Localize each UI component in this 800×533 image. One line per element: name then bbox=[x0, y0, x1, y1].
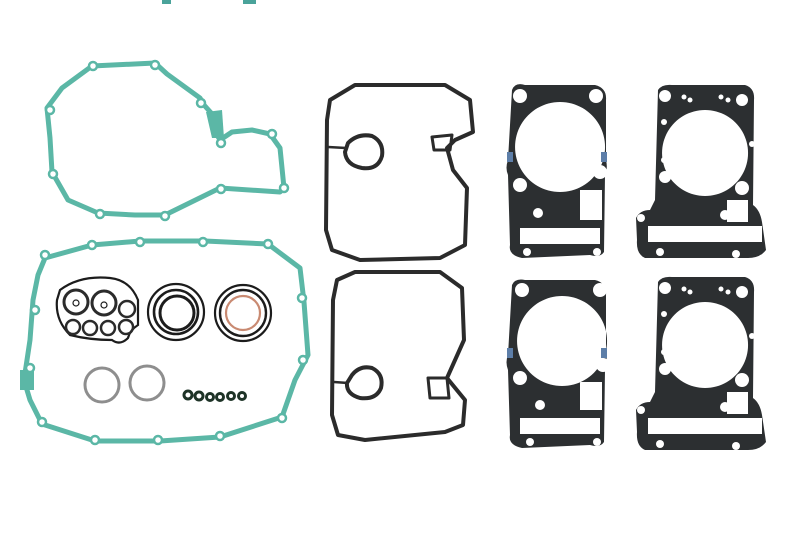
crankcase-cover-gasket bbox=[20, 236, 311, 446]
oil-seal-ring-set-2 bbox=[213, 283, 273, 343]
cylinder-base-gasket-bottom bbox=[506, 279, 610, 448]
top-edge-crop-artifact bbox=[0, 0, 800, 8]
clutch-cover-gasket bbox=[44, 59, 290, 222]
valve-cover-gasket-top bbox=[324, 83, 475, 262]
metal-rings bbox=[83, 364, 166, 404]
cylinder-head-gasket-bottom bbox=[636, 276, 766, 450]
oil-seal-ring-set-1 bbox=[146, 282, 206, 342]
valve-cover-gasket-bottom bbox=[330, 270, 467, 442]
cylinder-base-gasket-top bbox=[506, 84, 607, 258]
cylinder-head-gasket-top bbox=[636, 84, 766, 258]
o-ring-set bbox=[55, 276, 140, 344]
small-o-rings bbox=[182, 389, 247, 402]
